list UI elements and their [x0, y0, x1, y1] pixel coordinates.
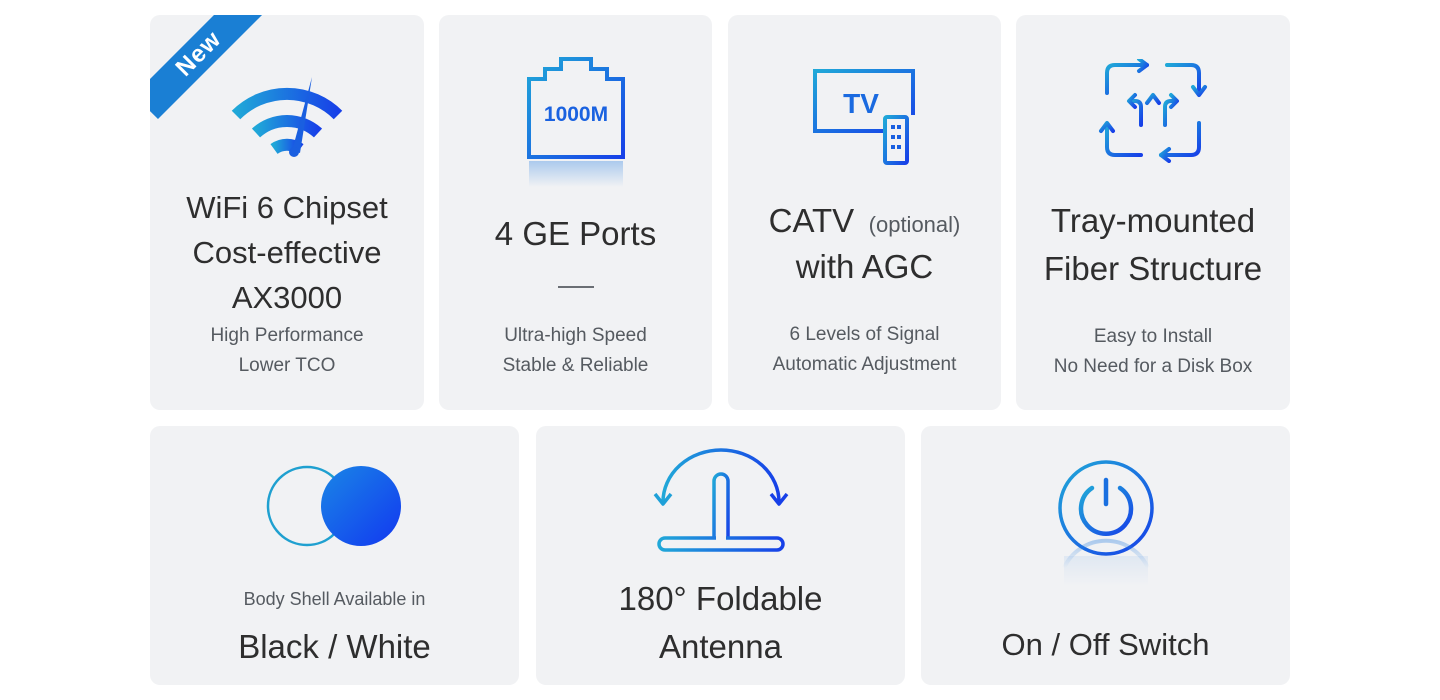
card-title: 180° Foldable Antenna [618, 580, 823, 665]
antenna-fold-icon [536, 444, 905, 556]
card-title: On / Off Switch [1001, 627, 1210, 662]
card-fiber: Tray-mounted Fiber Structure Easy to Ins… [1016, 15, 1290, 410]
card-switch: On / Off Switch [921, 426, 1290, 685]
card-subtitle: Body Shell Available in [243, 589, 426, 609]
catv-title: CATV [768, 202, 855, 239]
card-ports: 1000M 4 GE Ports Ultra-high Speed Stable… [439, 15, 712, 410]
card-wifi6: New WiFi 6 Chipset Cost-effective AX3000… [150, 15, 424, 410]
card-title: Black / White [238, 628, 431, 665]
power-icon [921, 458, 1290, 598]
divider [557, 286, 594, 288]
card-title: 4 GE Ports [494, 215, 657, 252]
card-subtitle: Ultra-high Speed Stable & Reliable [502, 325, 649, 376]
color-circles-icon [150, 464, 519, 550]
tv-remote-icon: TV [728, 65, 1001, 169]
card-antenna: 180° Foldable Antenna [536, 426, 905, 685]
card-subtitle: High Performance Lower TCO [210, 325, 364, 376]
port-speed-label: 1000M [543, 103, 607, 126]
card-subtitle: Easy to Install No Need for a Disk Box [1053, 326, 1253, 377]
fiber-arrows-icon [1016, 59, 1290, 163]
optional-label: (optional) [868, 212, 961, 237]
card-body-shell: Body Shell Available in Black / White [150, 426, 519, 685]
catv-title-line2: with AGC [795, 248, 934, 285]
card-title: WiFi 6 Chipset Cost-effective AX3000 [186, 190, 388, 315]
card-title: Tray-mounted Fiber Structure [1043, 202, 1263, 287]
tv-label: TV [843, 88, 879, 119]
card-title: CATV (optional) [728, 197, 1001, 245]
card-catv: TV CATV (optional) with AGC 6 Levels of … [728, 15, 1001, 410]
wifi-icon [150, 65, 424, 175]
card-subtitle: 6 Levels of Signal Automatic Adjustment [772, 324, 957, 375]
ethernet-port-icon: 1000M [439, 55, 712, 190]
